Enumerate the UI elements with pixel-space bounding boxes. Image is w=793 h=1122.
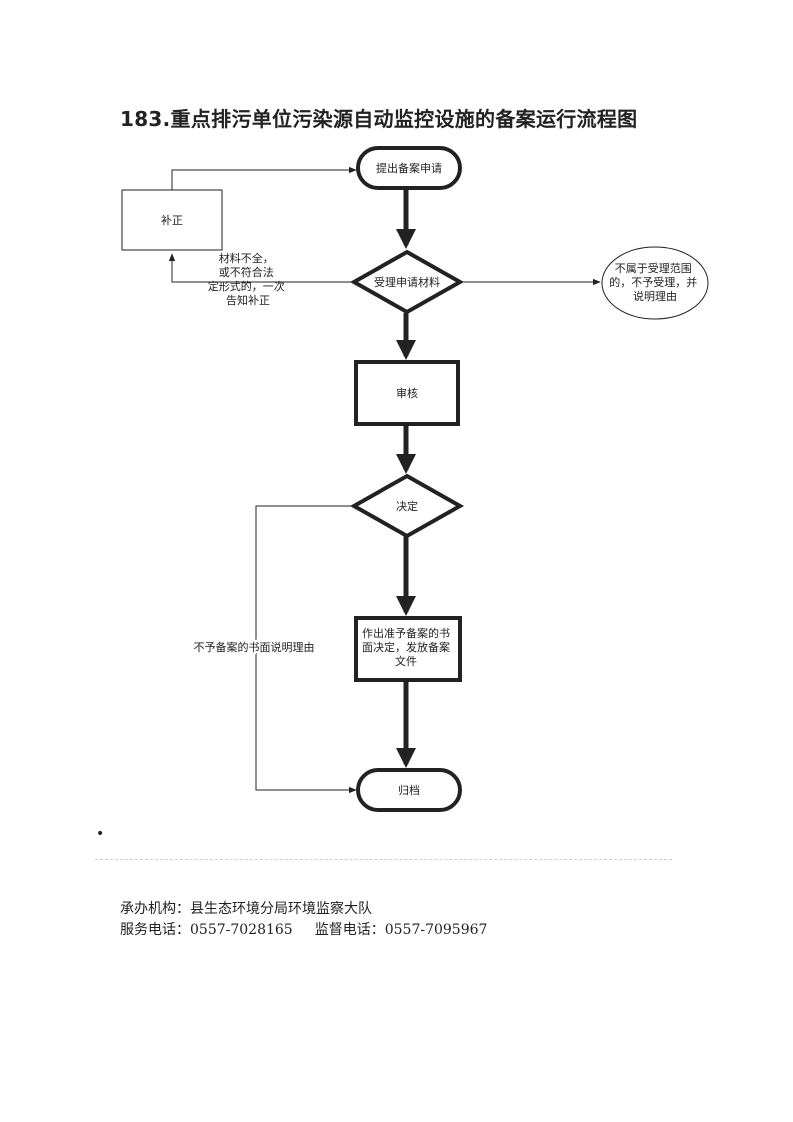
node-archive — [356, 768, 462, 812]
node-accept-label: 受理申请材料 — [374, 275, 440, 289]
footer-phone-line: 服务电话：0557-7028165 监督电话：0557-7095967 — [120, 919, 487, 939]
node-supplement-label: 补正 — [161, 214, 183, 227]
node-approve — [354, 616, 462, 682]
node-decision-label: 决定 — [396, 499, 418, 513]
edge-incomplete-line-4: 告知补正 — [226, 293, 270, 307]
node-reject-line-3: 说明理由 — [633, 289, 677, 303]
agency-name: 县生态环境分局环境监察大队 — [190, 901, 372, 917]
page-title: 183.重点排污单位污染源自动监控设施的备案运行流程图 — [120, 107, 638, 131]
node-review — [354, 360, 460, 426]
node-accept — [349, 249, 465, 315]
edge-incomplete-line-2: 或不符合法 — [219, 265, 274, 279]
supervision-phone-label: 监督电话： — [314, 922, 385, 938]
edge-incomplete-label: 材料不全， 或不符合法 定形式的，一次 告知补正 — [208, 251, 289, 307]
dashed-divider — [95, 859, 672, 860]
node-start-label: 提出备案申请 — [376, 161, 442, 175]
edge-decision-to-archive — [255, 505, 357, 794]
service-phone-label: 服务电话： — [120, 922, 190, 938]
edge-incomplete-line-1: 材料不全， — [219, 251, 274, 265]
edge-accept-to-supplement — [168, 253, 355, 283]
edge-incomplete-line-3: 定形式的，一次 — [208, 279, 285, 293]
node-start — [356, 146, 462, 190]
agency-label: 承办机构： — [120, 901, 190, 917]
service-phone: 0557-7028165 — [190, 922, 293, 938]
footer-agency-line: 承办机构：县生态环境分局环境监察大队 — [120, 898, 372, 918]
node-supplement — [121, 189, 223, 251]
supervision-phone: 0557-7095967 — [384, 922, 488, 938]
node-reject-line-2: 的，不予受理，并 — [609, 275, 697, 289]
node-approve-label: 作出准予备案的书 面决定，发放备案 文件 — [362, 626, 454, 668]
edge-not-approved-label: 不予备案的书面说明理由 — [194, 640, 315, 654]
node-review-label: 审核 — [396, 386, 418, 400]
node-reject-line-1: 不属于受理范围 — [615, 261, 692, 275]
node-archive-label: 归档 — [398, 783, 420, 797]
node-approve-line-3: 文件 — [395, 654, 417, 668]
node-reject — [601, 246, 709, 320]
list-bullet: • — [96, 826, 105, 842]
edge-supplement-to-start — [171, 166, 357, 190]
flowchart: 提出备案申请 补正 受理申请材料 不属于受理范围 的，不予受理，并 说明理由 审… — [121, 146, 709, 812]
node-approve-line-2: 面决定，发放备案 — [362, 640, 450, 654]
node-decision — [349, 473, 465, 539]
node-reject-label: 不属于受理范围 的，不予受理，并 说明理由 — [609, 261, 701, 303]
node-approve-line-1: 作出准予备案的书 — [362, 626, 450, 640]
